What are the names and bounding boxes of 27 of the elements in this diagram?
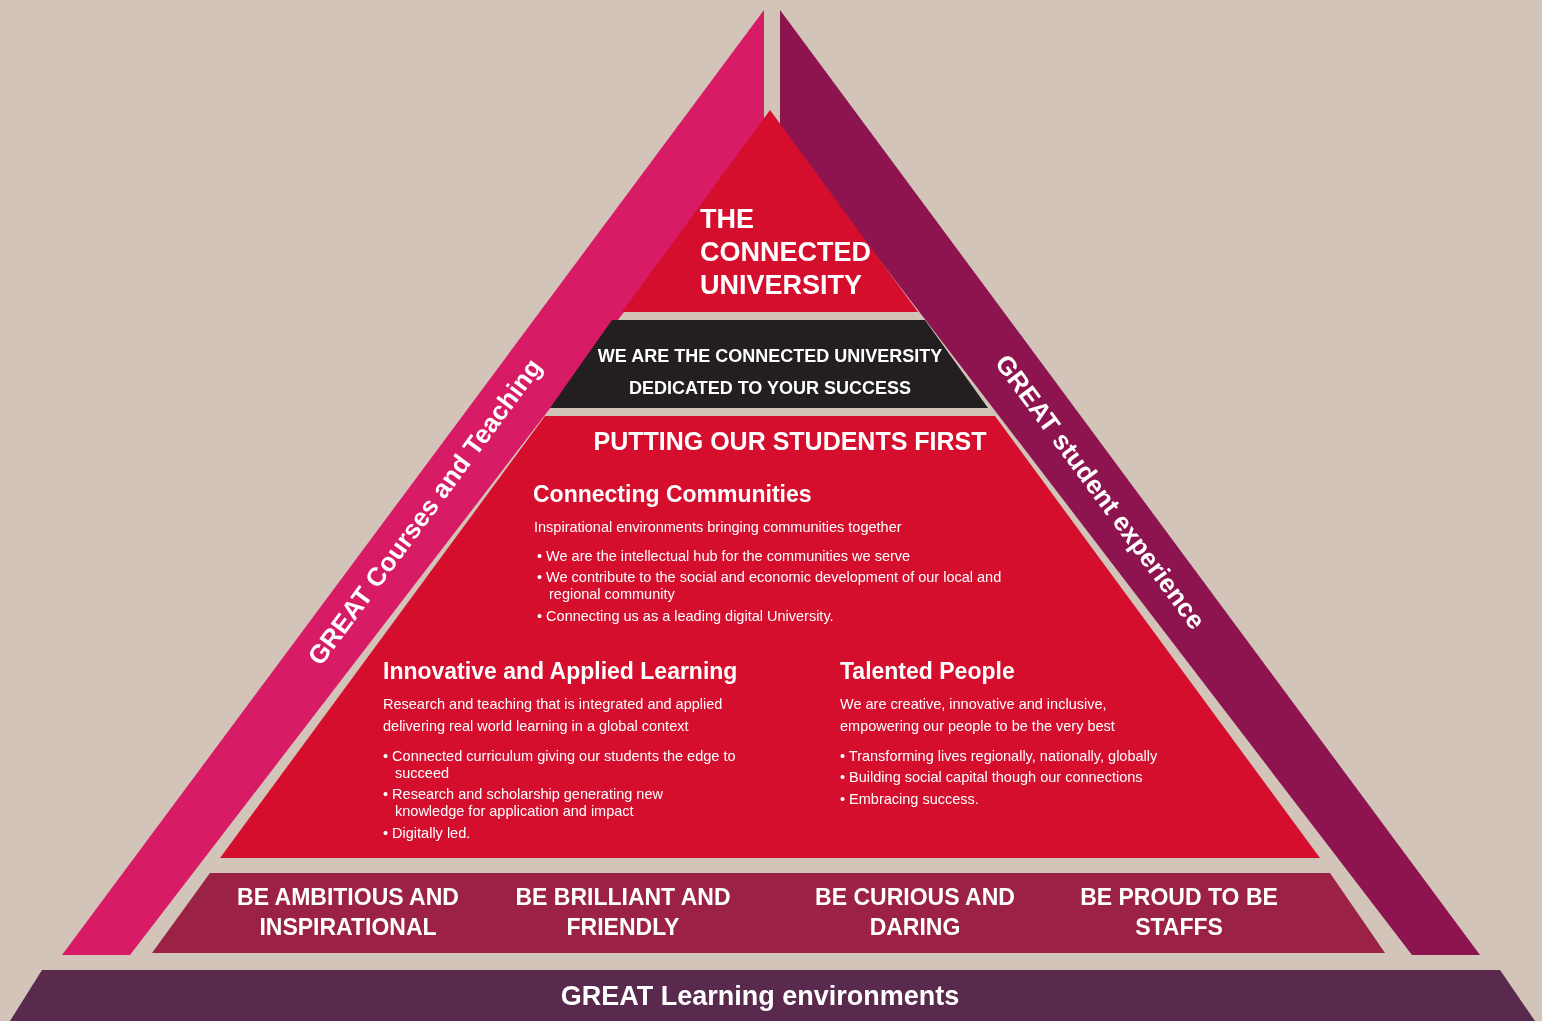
heading: PUTTING OUR STUDENTS FIRST (592, 426, 988, 456)
description-text: Research and teaching that is integrated and applied delivering real world learning in a global context (383, 695, 724, 736)
bullet-item: • Digitally led. (383, 825, 472, 842)
description-text: We are creative, innovative and inclusive, empowering our people to be the very best (840, 695, 1116, 736)
bullet-item: • Connecting us as a leading digital University. (537, 608, 835, 625)
value-label: BE CURIOUS AND DARING (814, 883, 1016, 942)
heading-band (550, 320, 988, 408)
section-heading: Innovative and Applied Learning (383, 657, 739, 685)
heading: GREAT Learning environments (559, 980, 961, 1012)
bullet-item: • We are the intellectual hub for the communities we serve (537, 548, 912, 565)
description-text: Inspirational environments bringing communities together (534, 518, 903, 537)
base-band (10, 970, 1535, 1021)
values-band (152, 873, 1385, 953)
value-label: BE PROUD TO BE STAFFS (1079, 883, 1279, 942)
section-heading: Connecting Communities (533, 480, 813, 508)
bullet-item: • Building social capital though our connections (840, 769, 1144, 786)
bullet-item: • We contribute to the social and economic development of our local and regional community (537, 569, 1003, 603)
bullet-item: • Research and scholarship generating new knowledge for application and impact (383, 786, 664, 820)
pyramid-apex (622, 110, 918, 312)
value-label: BE BRILLIANT AND FRIENDLY (514, 883, 732, 942)
heading: THE CONNECTED UNIVERSITY (700, 203, 872, 302)
value-label: BE AMBITIOUS AND INSPIRATIONAL (236, 883, 460, 942)
bullet-item: • Transforming lives regionally, nationally, globally (840, 748, 1159, 765)
heading: WE ARE THE CONNECTED UNIVERSITY DEDICATED TO YOUR SUCCESS (596, 345, 944, 400)
bullet-item: • Connected curriculum giving our students the edge to succeed (383, 748, 737, 782)
bullet-item: • Embracing success. (840, 791, 980, 808)
section-heading: Talented People (840, 657, 1016, 685)
